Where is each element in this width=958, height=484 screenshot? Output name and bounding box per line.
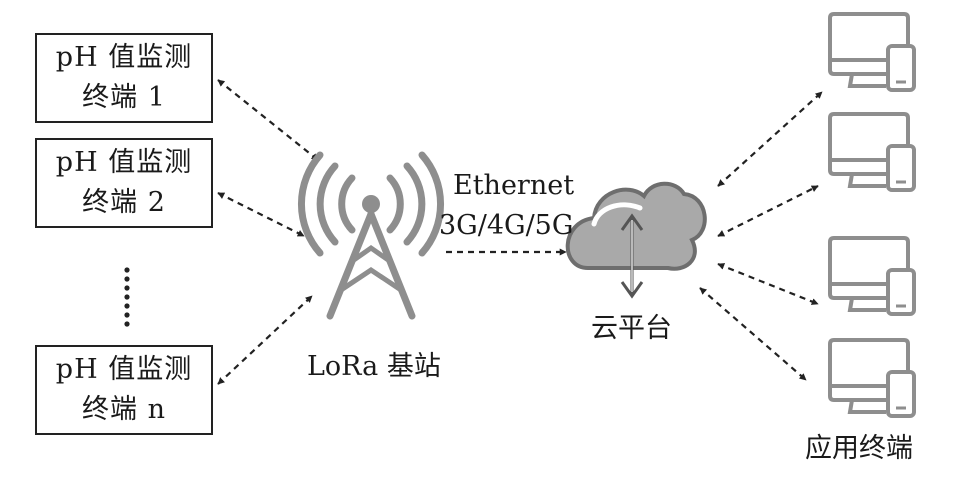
device-icon-4 <box>828 338 916 418</box>
arrow-app-1 <box>717 91 823 187</box>
cloud-icon <box>565 181 707 299</box>
terminal-2-line2: 终端 2 <box>82 187 166 218</box>
arrow-terminal-n <box>217 295 313 385</box>
device-icon-1 <box>828 12 916 92</box>
link-label-ethernet: Ethernet <box>453 170 575 201</box>
cloud-label: 云平台 <box>591 313 672 344</box>
terminal-arrows <box>217 79 319 385</box>
terminal-n-line1: pH 值监测 <box>55 354 193 385</box>
terminal-2-line1: pH 值监测 <box>55 147 193 178</box>
base-station-label: LoRa 基站 <box>307 351 441 382</box>
app-arrows <box>699 91 823 381</box>
terminal-2-box: pH 值监测 终端 2 <box>35 138 213 228</box>
link-label-cellular: 3G/4G/5G <box>439 210 574 241</box>
arrow-app-4 <box>699 287 807 381</box>
terminal-n-line2: 终端 n <box>82 394 166 425</box>
arrow-terminal-1 <box>217 79 319 161</box>
tower-icon <box>298 151 444 320</box>
ellipsis-dots <box>124 267 130 327</box>
device-icon-2 <box>828 112 916 192</box>
terminal-1-box: pH 值监测 终端 1 <box>35 33 213 123</box>
terminal-1-line2: 终端 1 <box>82 82 166 113</box>
device-icon-3 <box>828 236 916 316</box>
terminal-n-box: pH 值监测 终端 n <box>35 345 213 435</box>
apps-label: 应用终端 <box>805 433 913 464</box>
terminal-1-line1: pH 值监测 <box>55 42 193 73</box>
arrow-app-2 <box>717 185 819 237</box>
arrow-terminal-2 <box>217 192 305 237</box>
arrow-app-3 <box>717 262 819 306</box>
